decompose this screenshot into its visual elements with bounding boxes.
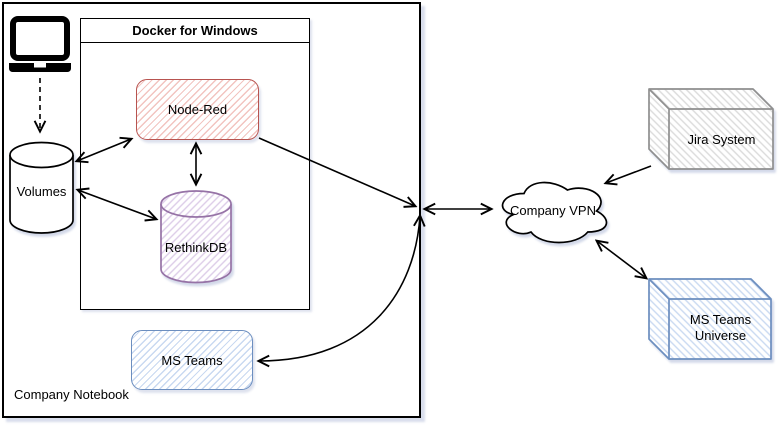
company-vpn-cloud-shape	[501, 181, 608, 244]
company-notebook-label: Company Notebook	[14, 387, 129, 402]
node-red-node: Node-Red	[136, 79, 259, 140]
ms-teams-label: MS Teams	[161, 352, 223, 368]
ms-teams-universe-cube-shape	[648, 278, 772, 360]
docker-for-windows-title: Docker for Windows	[81, 19, 309, 43]
volumes-node: Volumes	[9, 141, 74, 236]
rethinkdb-node: RethinkDB	[160, 190, 232, 285]
ms-teams-universe-label-line1: MS Teams	[689, 312, 752, 327]
rethinkdb-label: RethinkDB	[164, 240, 228, 255]
ms-teams-node: MS Teams	[131, 330, 253, 390]
company-vpn-node: Company VPN	[494, 175, 612, 247]
company-vpn-label: Company VPN	[510, 203, 596, 218]
ms-teams-universe-node: MS Teams Universe	[648, 278, 772, 360]
rethinkdb-cylinder-shape	[160, 190, 232, 284]
volumes-label: Volumes	[16, 184, 67, 199]
node-red-label: Node-Red	[167, 102, 228, 117]
arrow-jira-to-vpn	[606, 165, 652, 183]
laptop-icon	[9, 16, 71, 72]
jira-system-node: Jira System	[648, 88, 774, 170]
volumes-cylinder-shape	[9, 141, 74, 234]
ms-teams-universe-label-line2: Universe	[694, 328, 747, 343]
jira-system-label: Jira System	[687, 132, 756, 147]
jira-system-cube-shape	[648, 88, 774, 170]
